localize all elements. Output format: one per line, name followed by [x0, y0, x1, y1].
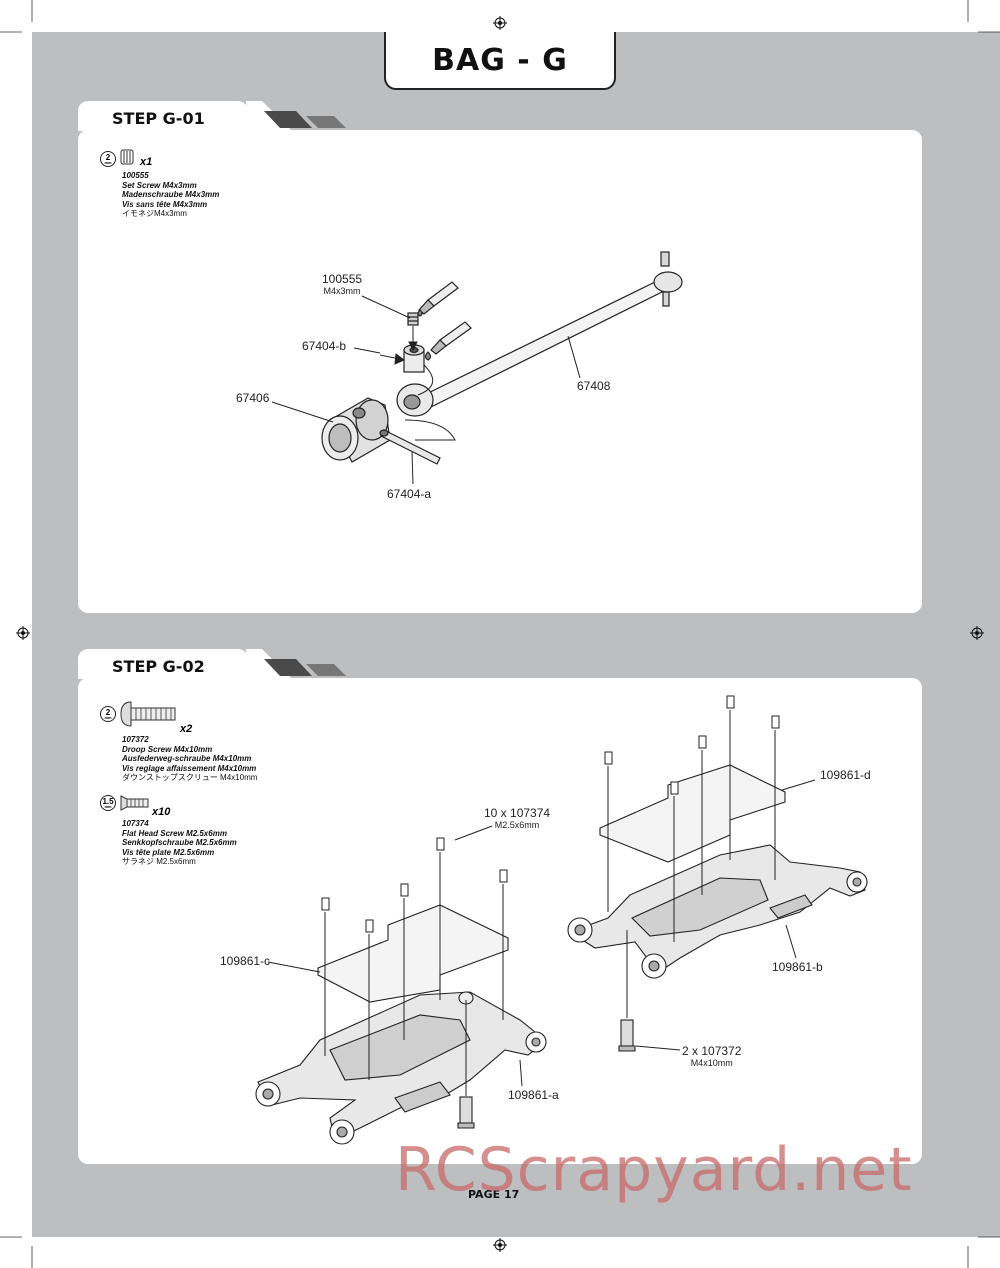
part-100555-info: 100555 Set Screw M4x3mm Madenschraube M4… — [122, 171, 220, 218]
callout-109861-d: 109861-d — [820, 768, 871, 782]
step-g02-tab — [78, 649, 248, 679]
callout-109861-b: 109861-b — [772, 960, 823, 974]
callout-67404-b: 67404-b — [302, 339, 347, 353]
step-g02-panel — [78, 678, 922, 1164]
part-qty: x10 — [152, 806, 171, 818]
step-g01-tab — [78, 101, 248, 131]
bag-title-tab: BAG - G — [384, 32, 616, 90]
callout-67408: 67408 — [577, 379, 611, 393]
step-g02-label: STEP G-02 — [112, 657, 205, 676]
registration-mark-icon — [493, 16, 507, 30]
callout-67404-a: 67404-a — [387, 487, 432, 501]
registration-mark-icon — [493, 1238, 507, 1252]
watermark: RCScrapyard.net — [395, 1135, 913, 1205]
part-107374-info: 107374 Flat Head Screw M2.5x6mm Senkkopf… — [122, 819, 237, 866]
part-qty: x2 — [180, 723, 193, 735]
registration-mark-icon — [16, 626, 30, 640]
page-number: PAGE 17 — [468, 1188, 520, 1201]
part-qty: x1 — [140, 156, 153, 168]
callout-109861-a: 109861-a — [508, 1088, 559, 1102]
bag-title: BAG - G — [432, 42, 568, 78]
registration-mark-icon — [970, 626, 984, 640]
part-107372-info: 107372 Droop Screw M4x10mm Ausfederweg-s… — [122, 735, 258, 782]
step-g01-label: STEP G-01 — [112, 109, 205, 128]
callout-109861-c: 109861-c — [220, 954, 271, 968]
callout-67406: 67406 — [236, 391, 270, 405]
